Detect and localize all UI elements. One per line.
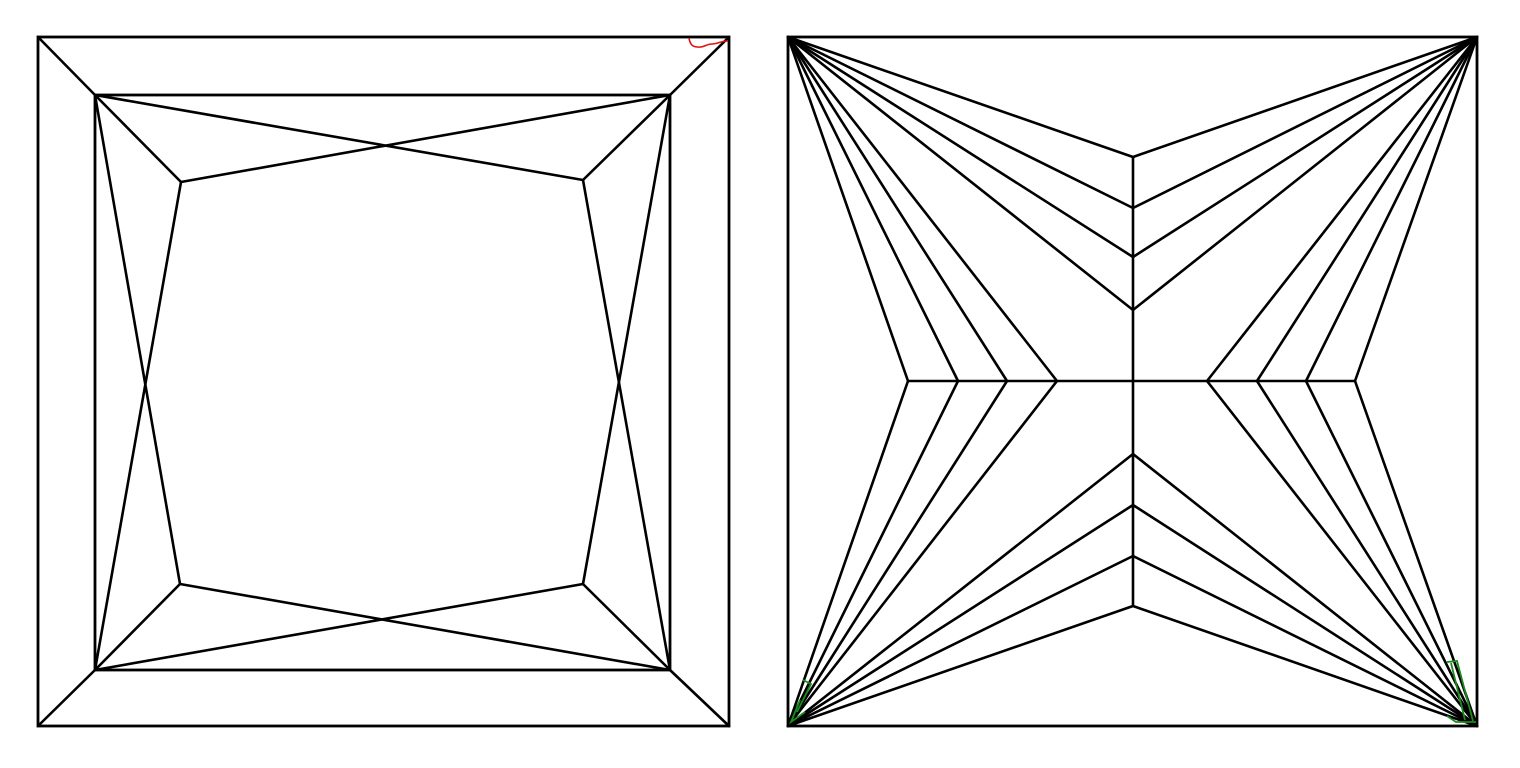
ray-line bbox=[786, 379, 1009, 728]
cross-facet-line bbox=[581, 178, 672, 672]
ray-line bbox=[1205, 379, 1479, 728]
ray-line bbox=[786, 379, 960, 728]
ray-line bbox=[1131, 35, 1479, 159]
outer-square bbox=[36, 35, 731, 728]
table-corner-line bbox=[581, 93, 672, 182]
ray-line bbox=[786, 452, 1135, 728]
ray-line bbox=[786, 35, 1135, 159]
table-corner-line bbox=[93, 93, 183, 184]
ray-line bbox=[1131, 503, 1479, 728]
green-annotation-marks bbox=[788, 660, 1476, 725]
ray-line bbox=[1353, 379, 1479, 728]
ray-line bbox=[1205, 35, 1479, 383]
outer-square bbox=[786, 35, 1479, 728]
ray-line bbox=[1131, 604, 1479, 728]
red-annotation-stroke bbox=[688, 37, 729, 48]
cross-facet-line bbox=[93, 582, 585, 672]
ray-line bbox=[1255, 35, 1479, 383]
table-corner-line bbox=[581, 582, 672, 672]
ray-line bbox=[786, 35, 960, 383]
ray-line bbox=[786, 35, 1135, 312]
ray-line bbox=[1304, 35, 1479, 383]
ray-line bbox=[786, 604, 1135, 728]
cross-facet-line bbox=[178, 582, 672, 672]
right-facet-diagram bbox=[786, 35, 1479, 728]
ray-line bbox=[1131, 35, 1479, 312]
left-facet-diagram bbox=[36, 35, 731, 728]
ray-line bbox=[786, 35, 1009, 383]
ray-line bbox=[1353, 35, 1479, 383]
ray-line bbox=[786, 503, 1135, 728]
ray-line bbox=[786, 379, 910, 728]
ray-line bbox=[1304, 379, 1479, 728]
ray-line bbox=[1131, 35, 1479, 259]
corner-diagonal bbox=[668, 668, 731, 728]
ray-line bbox=[786, 35, 910, 383]
cross-facet-line bbox=[93, 93, 585, 182]
table-corner-line bbox=[93, 582, 182, 672]
ray-line bbox=[786, 379, 1059, 728]
ray-line bbox=[786, 554, 1135, 728]
cross-facet-line bbox=[93, 180, 183, 672]
corner-diagonal bbox=[36, 35, 97, 97]
ray-line bbox=[786, 35, 1059, 383]
ray-line bbox=[1131, 554, 1479, 728]
ray-line bbox=[1131, 452, 1479, 728]
cross-facet-line bbox=[581, 93, 672, 586]
inner-square bbox=[93, 93, 672, 672]
cross-facet-line bbox=[93, 93, 182, 586]
ray-line bbox=[1255, 379, 1479, 728]
corner-diagonal bbox=[668, 35, 731, 97]
ray-line bbox=[1131, 35, 1479, 210]
cross-facet-line bbox=[179, 93, 672, 184]
ray-line bbox=[786, 35, 1135, 259]
ray-line bbox=[786, 35, 1135, 210]
corner-diagonal bbox=[36, 668, 97, 728]
